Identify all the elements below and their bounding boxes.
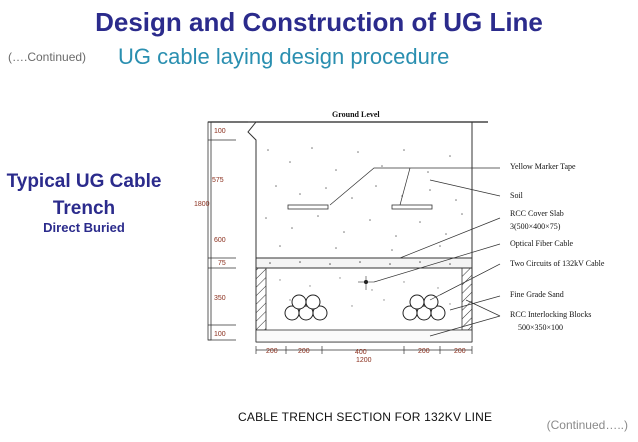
depth-dimension-bar: [207, 121, 212, 341]
label-rcc-slab: RCC Cover Slab: [510, 209, 564, 218]
rcc-cover-slab: [255, 257, 473, 269]
ground-level-label: Ground Level: [332, 110, 380, 119]
width-dim-400: 400: [355, 349, 367, 356]
depth-dim-100-bottom: 100: [214, 331, 226, 338]
width-dim-200-d: 200: [454, 348, 466, 355]
continued-right-label: (Continued…..): [546, 418, 628, 432]
slide-title: Design and Construction of UG Line: [95, 7, 543, 37]
diagram-caption: CABLE TRENCH SECTION FOR 132KV LINE: [238, 410, 493, 424]
cable-group-left: [284, 294, 328, 321]
marker-tape-right: [391, 204, 433, 210]
width-dim-200-a: 200: [266, 348, 278, 355]
slab-texture: [269, 261, 451, 265]
label-rcc-slab-dim: 3(500×400×75): [510, 222, 561, 231]
depth-dim-1800: 1800: [194, 201, 210, 208]
side-title: Typical UG Cable Trench: [6, 171, 162, 219]
label-interlocking: RCC Interlocking Blocks: [510, 310, 591, 319]
trench-wall-left: [247, 121, 258, 342]
interlocking-block-right: [461, 267, 473, 331]
side-subtitle: Direct Buried: [43, 220, 125, 235]
continued-left-label: (….Continued): [8, 50, 87, 64]
leader-lines: [329, 167, 501, 337]
depth-ticks: [208, 139, 236, 341]
depth-dim-100-top: 100: [214, 128, 226, 135]
label-soil: Soil: [510, 191, 524, 200]
label-optical-fiber: Optical Fiber Cable: [510, 239, 574, 248]
label-fine-sand: Fine Grade Sand: [510, 290, 564, 299]
fine-sand-fill: [279, 277, 451, 307]
depth-dim-350: 350: [214, 295, 226, 302]
depth-dim-75: 75: [218, 260, 226, 267]
label-yellow-marker: Yellow Marker Tape: [510, 162, 576, 171]
cable-group-right: [402, 294, 446, 321]
marker-tape-left: [287, 204, 329, 210]
depth-dim-575: 575: [212, 177, 224, 184]
label-interlocking-dim: 500×350×100: [518, 323, 563, 332]
soil-fill: [265, 147, 463, 251]
label-two-circuits: Two Circuits of 132kV Cable: [510, 259, 605, 268]
width-dim-1200: 1200: [356, 357, 372, 364]
width-dim-200-c: 200: [418, 348, 430, 355]
width-ticks: [255, 346, 473, 354]
interlocking-block-bottom: [255, 329, 473, 343]
slide-subtitle: UG cable laying design procedure: [118, 44, 450, 69]
depth-dim-600: 600: [214, 237, 226, 244]
interlocking-block-left: [255, 267, 267, 331]
width-dim-200-b: 200: [298, 348, 310, 355]
